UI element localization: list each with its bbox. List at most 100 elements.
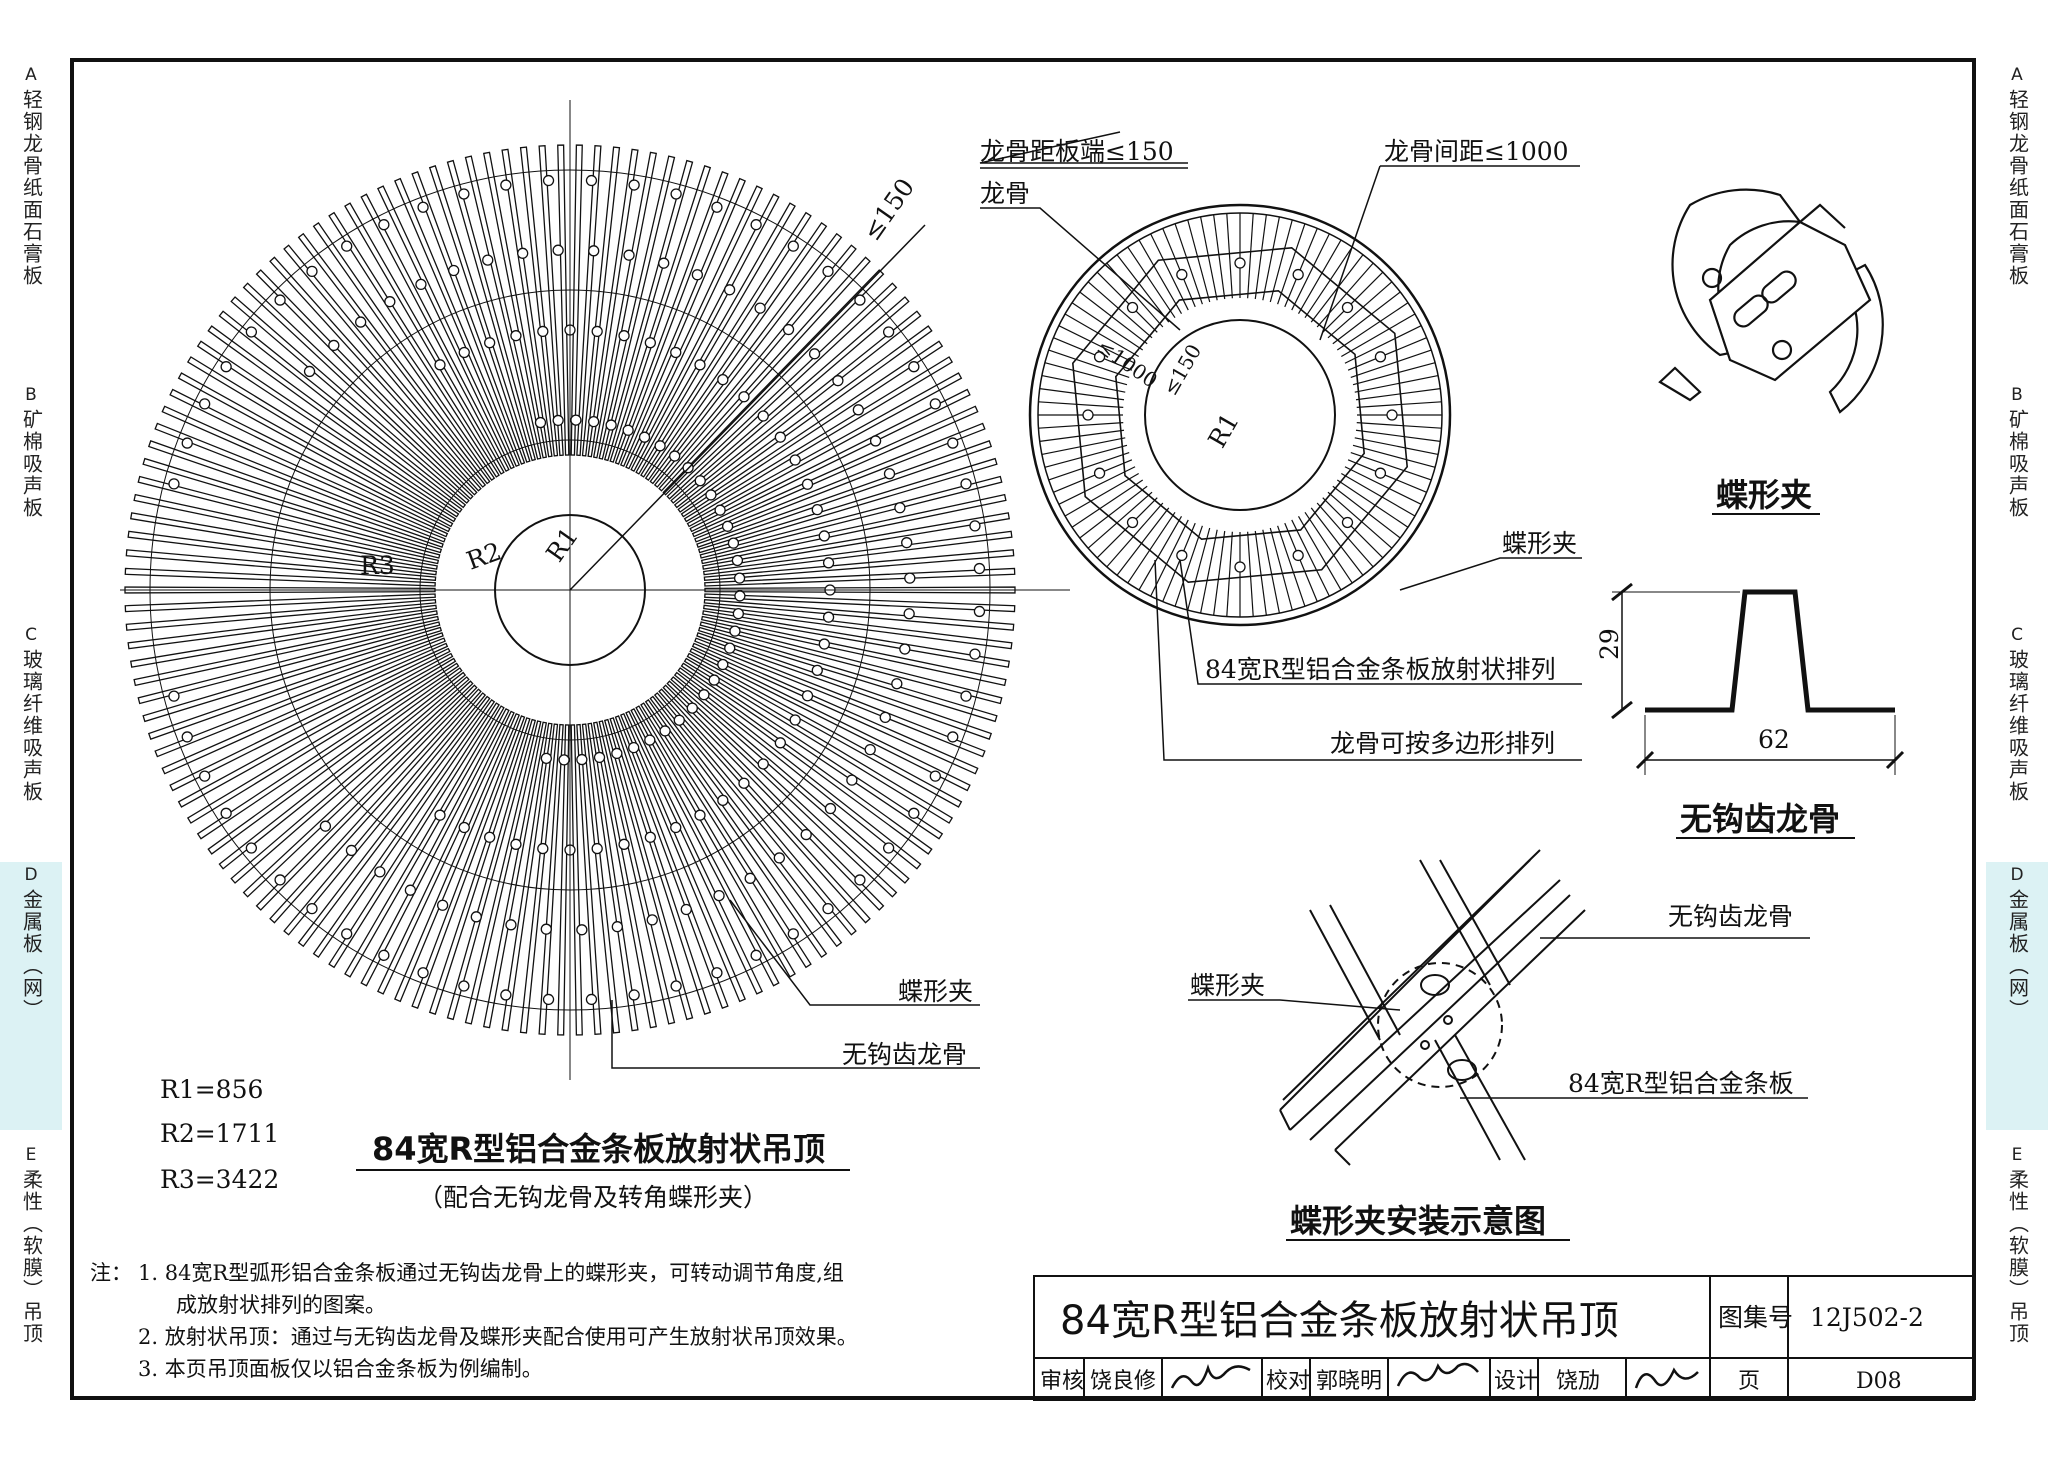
radial-line [1064,472,1139,517]
radial-panel [161,642,449,775]
clip-marker [534,416,547,429]
radial-panel [576,723,602,1035]
radial-line [1079,485,1148,539]
label-keel: 龙骨 [980,179,1030,208]
radial-panel [169,647,451,792]
side-tab-letter: B [25,385,37,405]
radial-panel [147,440,444,548]
label-polygon: 龙骨可按多边形排列 [1330,729,1555,758]
clip-marker [588,245,600,257]
clip-marker [540,923,552,935]
radial-line [1041,375,1126,393]
reviewer-signature [1170,1364,1251,1389]
clip-marker [319,820,332,832]
clip-marker [199,398,211,410]
radial-panel [269,256,482,492]
clip-marker [623,249,635,261]
radial-line [1356,401,1442,408]
keel-detail-title: 无钩齿龙骨 [1680,800,1840,838]
clip-marker [537,842,549,855]
clip-marker [500,179,512,191]
radial-line [1053,337,1133,371]
radial-line [1277,525,1306,607]
clip-marker [654,440,666,452]
clip-marker [811,664,823,676]
clip-install-drawing [1279,849,1586,1166]
radial-panel [673,671,922,870]
radial-line [1044,444,1128,468]
clip-marker [1234,257,1246,269]
radial-panel [649,232,843,485]
clip-marker [436,899,449,911]
radial-panel [137,621,441,705]
radial-line [1344,325,1422,364]
clip-marker [846,774,858,786]
clip-marker [738,777,750,789]
radial-line [1341,472,1416,517]
radial-line [1355,429,1441,442]
clip-marker [585,174,598,187]
clip-marker [1126,301,1139,314]
radial-panel [703,549,1015,582]
radial-line [1291,519,1330,597]
clip-marker [618,330,630,342]
radial-line [1116,254,1170,323]
clip-marker [404,884,417,896]
label-keel-end: 龙骨距板端≤150 [980,137,1174,166]
clip-marker [611,747,623,760]
radial-line [1138,239,1183,314]
radial-line [1058,325,1136,364]
clip-marker [341,928,353,940]
clip-marker [750,949,762,961]
clip-marker [879,711,891,724]
radial-panel [464,720,542,1025]
radial-line [1350,349,1432,378]
radial-line [1127,511,1176,584]
radial-panel [700,615,1007,687]
radial-panel [635,202,796,475]
radial-panel [154,422,446,543]
clip-marker [458,821,470,834]
radial-panel [161,405,449,538]
clip-marker [903,608,915,620]
clip-marker [448,264,460,277]
clip-marker [1374,467,1387,479]
radial-panel [694,422,986,543]
clip-marker [782,323,795,336]
radial-panel [696,632,993,740]
clip-marker [593,751,606,764]
clip-marker [960,690,972,702]
clip-marker [1176,549,1188,562]
radial-line [1226,213,1233,299]
clip-marker [355,316,367,328]
clip-marker [558,754,570,766]
radial-panel [142,457,443,554]
radial-panel [644,699,828,958]
clip-marker [374,866,386,878]
side-tab-label: 轻钢龙骨纸面石膏板 [2005,89,2030,287]
clip-marker [822,557,835,569]
clip-marker [458,188,470,200]
clip-marker [470,911,482,923]
note-2: 2. 放射状吊顶：通过与无钩齿龙骨及蝶形夹配合使用可产生放射状吊顶效果。 [138,1325,858,1349]
radial-panel [519,723,559,1034]
clip-marker [694,475,706,487]
radial-panel [230,676,470,884]
clip-marker [500,989,512,1001]
radial-panel [218,310,467,509]
clip-marker [181,731,193,743]
clip-marker [757,410,769,422]
clip-marker [552,244,564,256]
page-label: 页 [1738,1369,1760,1394]
